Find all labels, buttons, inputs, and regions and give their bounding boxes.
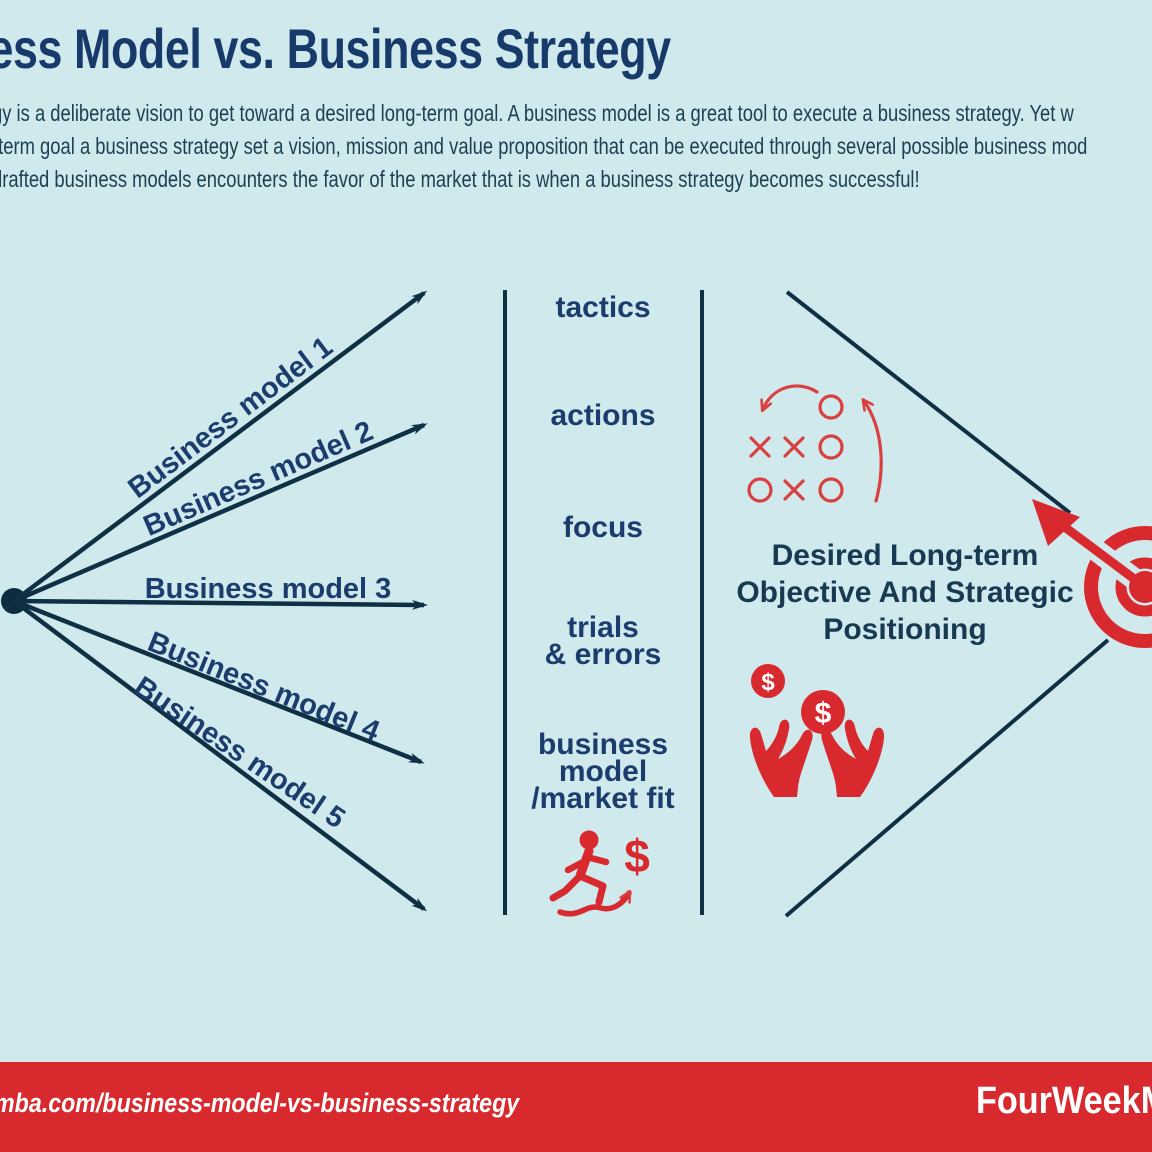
column-word-actions: actions	[550, 399, 655, 432]
dart-target-icon	[1032, 499, 1152, 648]
converge-line-bottom	[784, 638, 1110, 918]
hands-catching-coins-icon: $ $	[749, 664, 885, 797]
business-model-fan	[1, 290, 428, 912]
goal-line-3: Positioning	[823, 613, 986, 646]
converge-line-top	[785, 290, 1072, 515]
column-word-business: business	[538, 728, 668, 761]
target-middle-ring	[1115, 557, 1152, 617]
sketch-arc-right	[861, 398, 883, 503]
o-mark	[818, 394, 844, 420]
goal-line-1: Desired Long-term	[772, 539, 1039, 572]
footer-url: mba.com/business-model-vs-business-strat…	[0, 1088, 520, 1118]
branch-arrow-3	[13, 598, 428, 610]
intro-line-1: gy is a deliberate vision to get toward …	[0, 100, 1074, 126]
intro-paragraph: gy is a deliberate vision to get toward …	[0, 97, 1087, 196]
branch-arrow-4	[13, 598, 425, 765]
runner-dollar-sign: $	[624, 830, 650, 882]
coin-small-dollar: $	[761, 669, 775, 696]
brand-logo: FourWeekMBA	[976, 1080, 1152, 1122]
converging-lines	[784, 290, 1110, 918]
coin-large	[801, 690, 845, 734]
goal-line-2: Objective And Strategic	[736, 576, 1073, 609]
branch-label-3: Business model 3	[145, 573, 392, 605]
x-mark	[749, 436, 771, 458]
column-word-tactics: tactics	[555, 291, 650, 324]
footer-bar: mba.com/business-model-vs-business-strat…	[0, 1062, 1152, 1152]
branch-arrow-1	[12, 290, 428, 603]
o-mark	[818, 434, 844, 460]
intro-line-2: -term goal a business strategy set a vis…	[0, 133, 1088, 159]
coin-small	[751, 664, 785, 698]
column-word-market-fit: /market fit	[531, 782, 674, 815]
column-word-errors: & errors	[545, 638, 662, 671]
branch-arrow-2	[13, 422, 428, 604]
x-mark	[783, 479, 805, 501]
branch-arrow-5	[12, 599, 428, 912]
coin-large-dollar: $	[815, 697, 832, 730]
left-hand	[749, 719, 813, 797]
column-word-model: model	[559, 755, 647, 788]
o-mark	[747, 477, 773, 503]
right-hand	[821, 719, 885, 797]
filter-column: tactics actions focus trials & errors bu…	[503, 290, 704, 917]
sketch-arc-left	[760, 384, 819, 413]
goal-statement: Desired Long-term Objective And Strategi…	[736, 539, 1073, 646]
runner-to-dollar-icon: $	[549, 830, 650, 917]
xo-strategy-sketch-icon	[747, 384, 883, 503]
dart-head	[1032, 499, 1080, 546]
target-outer-ring	[1084, 526, 1152, 648]
intro-line-3: drafted business models encounters the f…	[0, 166, 920, 192]
column-word-trials: trials	[567, 611, 639, 644]
page-title: Business Model vs. Business Strategy	[0, 17, 671, 80]
o-mark	[818, 477, 844, 503]
x-mark	[783, 436, 805, 458]
column-word-focus: focus	[563, 511, 643, 544]
target-bullseye	[1129, 571, 1152, 603]
